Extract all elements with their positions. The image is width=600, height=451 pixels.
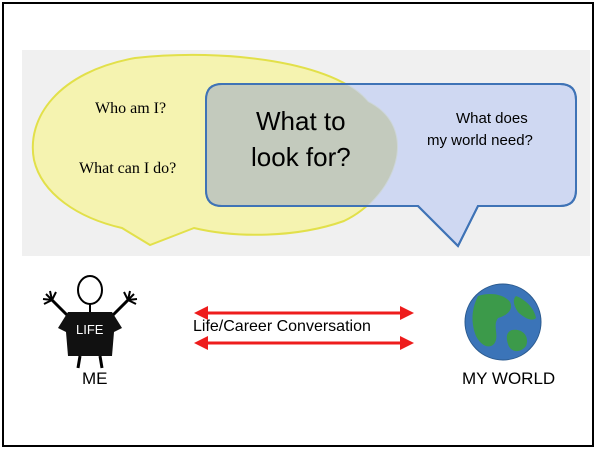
me-question-2: What can I do?: [79, 160, 177, 177]
world-question-2: my world need?: [427, 132, 533, 149]
conversation-label: Life/Career Conversation: [193, 318, 371, 335]
stick-figure-icon: [42, 275, 138, 369]
slide-frame: [2, 2, 594, 447]
world-question-1: What does: [456, 110, 528, 127]
overlap-line-1: What to: [256, 106, 346, 136]
me-caption: ME: [82, 369, 108, 388]
conversation-arrows: [194, 306, 414, 350]
overlap-line-2: look for?: [251, 142, 351, 172]
me-question-1: Who am I?: [95, 100, 167, 117]
world-caption: MY WORLD: [462, 369, 556, 388]
globe-icon: [464, 283, 542, 361]
figure-shirt-label: LIFE: [76, 322, 104, 337]
world-bubble-outline: [205, 83, 577, 248]
